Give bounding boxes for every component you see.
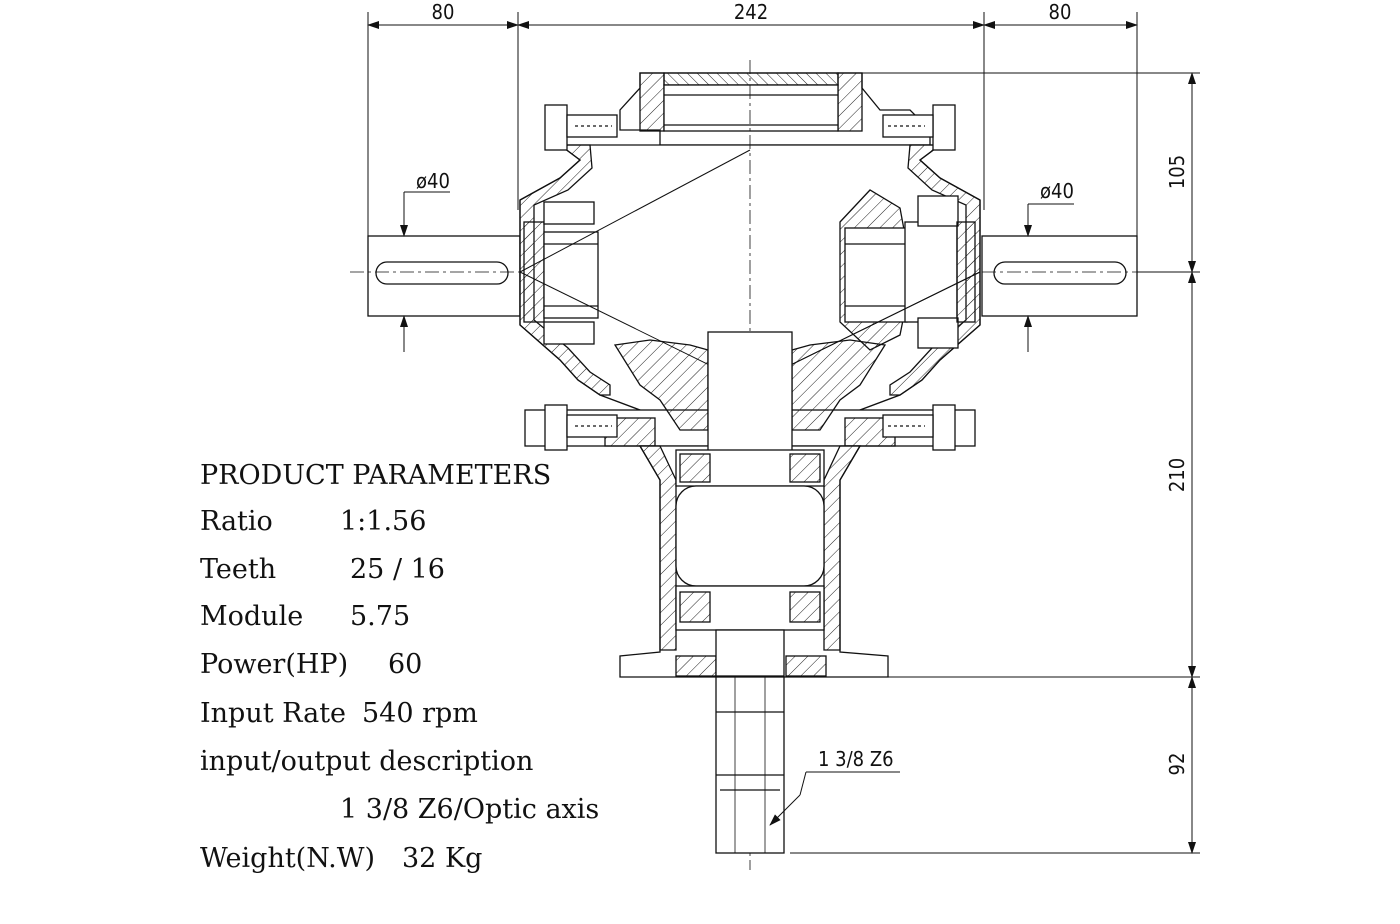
input-rate-value: 540 rpm bbox=[362, 698, 478, 729]
io-description-label: input/output description bbox=[200, 746, 533, 777]
module-label: Module bbox=[200, 601, 303, 632]
left-shaft bbox=[350, 191, 521, 352]
dim-top-right: 80 bbox=[1049, 0, 1072, 24]
dim-right-middle: 210 bbox=[1165, 458, 1189, 492]
teeth-value: 25 / 16 bbox=[350, 554, 445, 585]
dim-shaft-left-diameter: ø40 bbox=[416, 169, 450, 193]
dim-spline-callout: 1 3/8 Z6 bbox=[818, 747, 894, 771]
right-bevel-pinion bbox=[839, 189, 976, 351]
power-label: Power(HP) bbox=[200, 649, 348, 680]
power-value: 60 bbox=[388, 649, 422, 680]
top-dimension-chain bbox=[367, 12, 1138, 240]
teeth-label: Teeth bbox=[200, 554, 276, 585]
weight-label: Weight(N.W) bbox=[200, 843, 375, 874]
parameters-heading: PRODUCT PARAMETERS bbox=[200, 460, 551, 491]
right-shaft bbox=[981, 203, 1150, 352]
product-parameters: PRODUCT PARAMETERS Ratio 1:1.56 Teeth 25… bbox=[200, 460, 599, 874]
module-value: 5.75 bbox=[350, 601, 410, 632]
dim-right-upper: 105 bbox=[1165, 155, 1189, 189]
dim-top-left: 80 bbox=[432, 0, 455, 24]
input-rate-label: Input Rate bbox=[200, 698, 346, 729]
ratio-value: 1:1.56 bbox=[340, 506, 426, 537]
ratio-label: Ratio bbox=[200, 506, 273, 537]
vertical-shaft bbox=[675, 331, 900, 854]
bolts bbox=[544, 104, 956, 451]
weight-value: 32 Kg bbox=[402, 843, 482, 874]
left-bearing bbox=[523, 201, 599, 345]
dim-top-center: 242 bbox=[734, 0, 768, 24]
io-description-value: 1 3/8 Z6/Optic axis bbox=[340, 794, 599, 825]
dim-shaft-right-diameter: ø40 bbox=[1040, 179, 1074, 203]
dim-right-lower: 92 bbox=[1165, 753, 1189, 776]
